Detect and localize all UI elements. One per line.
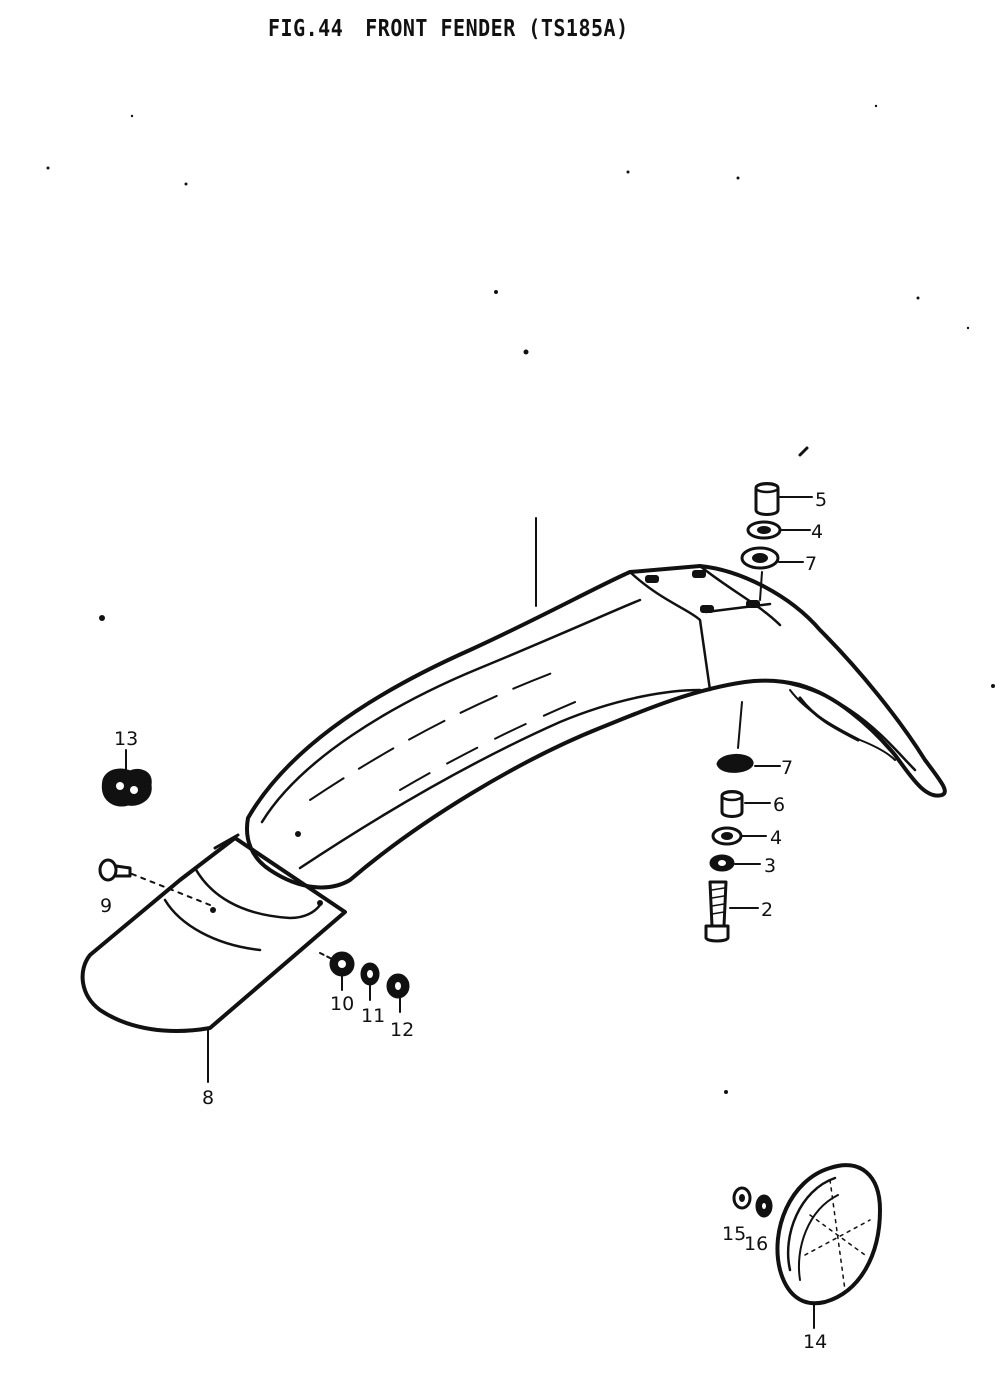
- washer-4-bottom: [711, 826, 767, 846]
- scan-specks: [46, 104, 995, 1094]
- callout-2: 2: [761, 899, 773, 921]
- callout-4-bottom: 4: [770, 827, 782, 849]
- washer-4-top: [746, 520, 811, 540]
- clip-13: [101, 768, 152, 807]
- callout-5: 5: [815, 489, 827, 511]
- bolt-2: [704, 880, 759, 943]
- callout-9: 9: [100, 895, 112, 917]
- callout-10: 10: [330, 993, 354, 1015]
- cushion-5-top: [754, 482, 813, 516]
- washer-7-bottom: [716, 754, 781, 773]
- nut-16: [755, 1194, 773, 1218]
- lock-washer-3: [709, 854, 761, 872]
- callout-labels: 5 4 7 7 6 4 3 2 13 9 10 11 12 8 15 16 14: [100, 489, 827, 1353]
- callout-6: 6: [773, 794, 785, 816]
- collar-6: [720, 790, 771, 818]
- callout-4-top: 4: [811, 521, 823, 543]
- leader-bottom-stack: [737, 701, 743, 749]
- washer-15: [732, 1186, 752, 1210]
- callout-13: 13: [114, 728, 138, 750]
- nut-12: [386, 973, 410, 1013]
- callout-7-bottom: 7: [781, 757, 793, 779]
- figure-caption: FRONT FENDER (TS185A): [365, 14, 629, 42]
- callout-8: 8: [202, 1087, 214, 1109]
- mud-flap: [80, 833, 347, 1033]
- top-mark: [798, 446, 809, 457]
- callout-16: 16: [744, 1233, 768, 1255]
- callout-7-top: 7: [805, 553, 817, 575]
- leader-top-stack: [759, 571, 763, 601]
- figure-title: FIG.44 FRONT FENDER (TS185A): [268, 14, 651, 42]
- callout-15: 15: [722, 1223, 746, 1245]
- callout-3: 3: [764, 855, 776, 877]
- washer-11: [360, 962, 380, 1001]
- reflector-14: [775, 1163, 882, 1329]
- nut-10: [319, 951, 355, 991]
- callout-11: 11: [361, 1005, 385, 1027]
- callout-14: 14: [803, 1331, 827, 1353]
- bolt-9-left: [98, 858, 211, 906]
- front-fender: [245, 564, 947, 890]
- washer-7-top: [740, 546, 804, 570]
- callout-12: 12: [390, 1019, 414, 1041]
- figure-number: FIG.44: [268, 14, 344, 42]
